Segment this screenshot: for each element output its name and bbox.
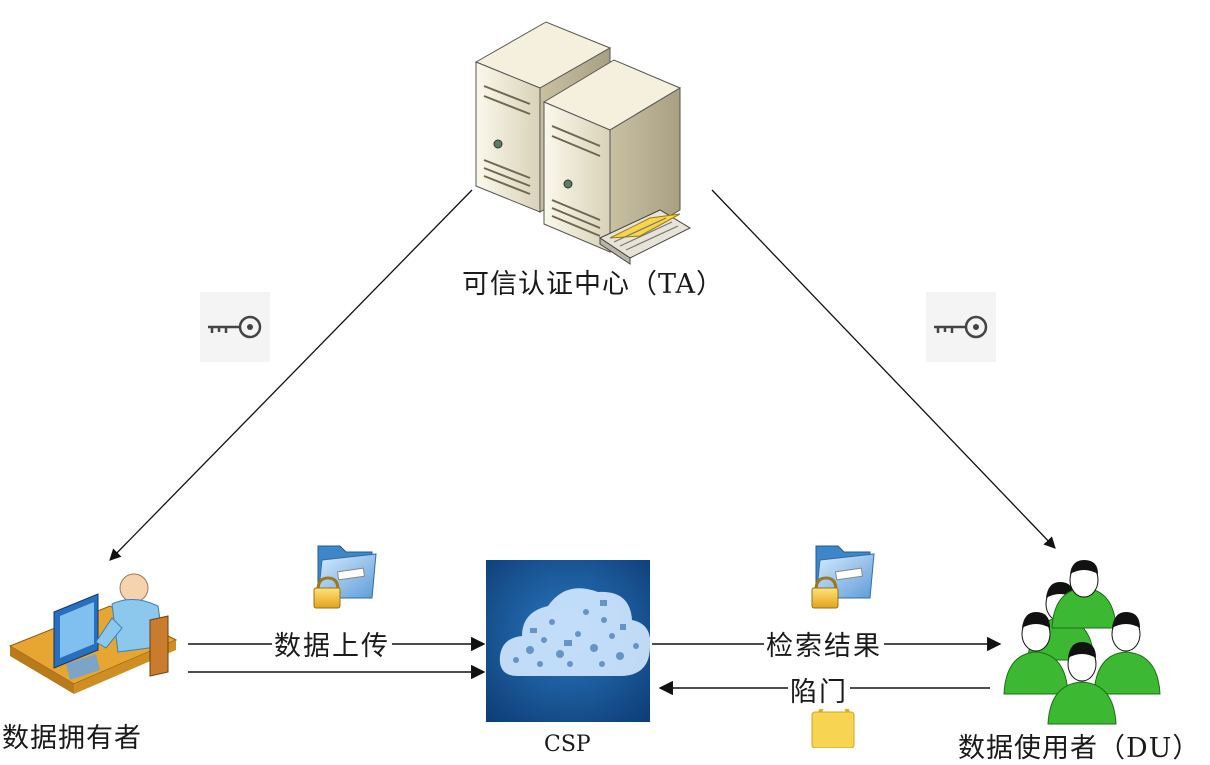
- key-icon: [200, 292, 270, 362]
- diagram-canvas: [8, 21, 1161, 748]
- key-icon: [926, 292, 996, 362]
- user-label: 数据使用者（DU）: [958, 733, 1201, 764]
- trapdoor-label: 陷门: [788, 670, 850, 709]
- locked-folder-icon: [811, 545, 875, 609]
- upload-label: 数据上传: [272, 624, 392, 663]
- ta-to-owner-arrow: [109, 189, 473, 561]
- ta-to-user-arrow: [711, 189, 1056, 549]
- locked-folder-icon: [313, 545, 377, 609]
- user-group-icon: [1003, 560, 1161, 725]
- lock-icon: [811, 699, 855, 748]
- owner-label: 数据拥有者: [2, 723, 142, 754]
- csp-label: CSP: [544, 732, 591, 757]
- ta-label: 可信认证中心（TA）: [462, 269, 725, 300]
- computer-user-icon: [8, 573, 178, 694]
- server-icon: [474, 21, 692, 265]
- cloud-icon: [486, 560, 651, 722]
- result-label: 检索结果: [764, 624, 884, 663]
